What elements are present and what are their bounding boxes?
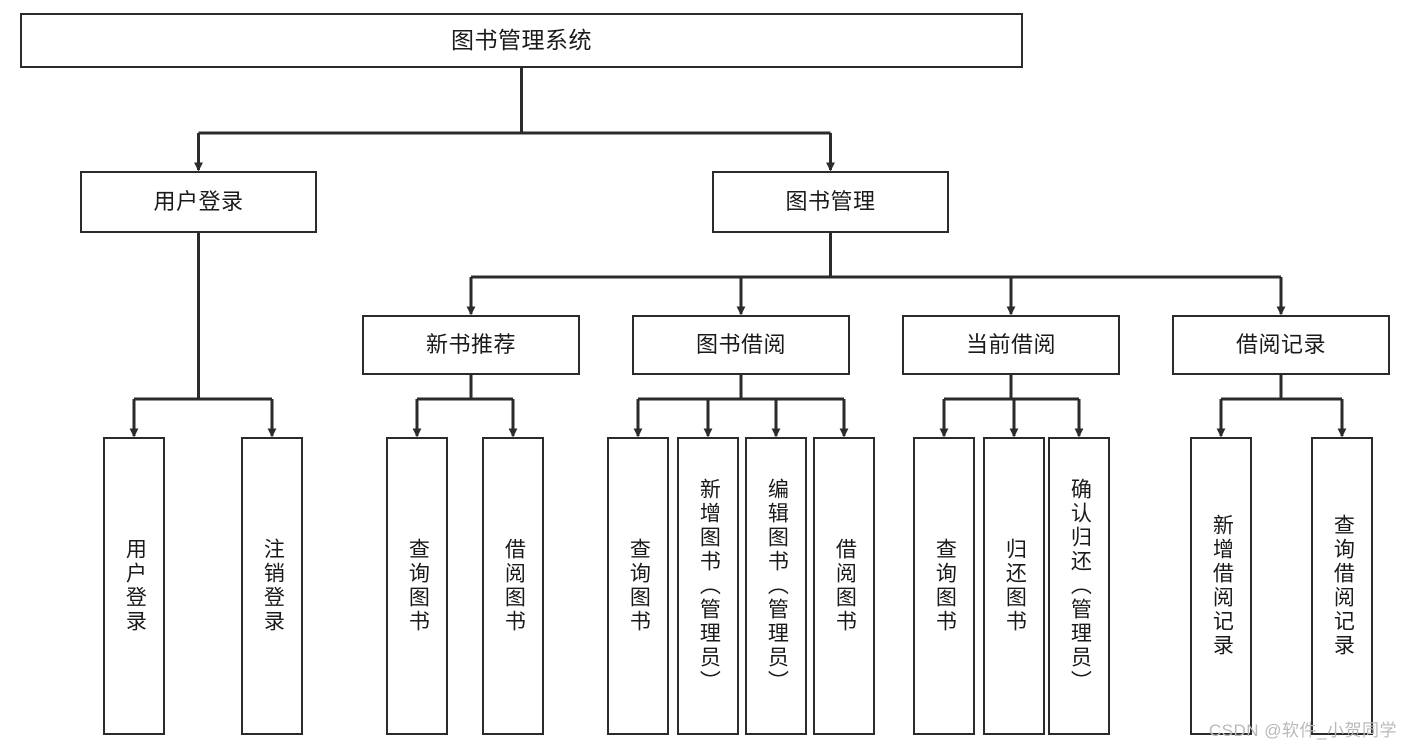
node-new-book-recommend-label: 新书推荐 [425,332,516,358]
leaf-add-borrow-record[interactable]: 新增借阅记录 [1190,437,1252,735]
leaf-confirm-return-label: 确认归还（管理员） [1068,478,1092,694]
leaf-edit-book[interactable]: 编辑图书（管理员） [745,437,807,735]
leaf-query-book-1[interactable]: 查询图书 [386,437,448,735]
leaf-query-borrow-record-label: 查询借阅记录 [1331,514,1355,658]
leaf-query-book-3[interactable]: 查询图书 [913,437,975,735]
node-book-manage[interactable]: 图书管理 [712,171,949,233]
leaf-borrow-book-2-label: 借阅图书 [833,538,857,634]
node-root-label: 图书管理系统 [451,26,592,53]
leaf-user-login-label: 用户登录 [123,538,147,634]
leaf-query-book-2[interactable]: 查询图书 [607,437,669,735]
node-book-manage-label: 图书管理 [785,189,876,215]
leaf-confirm-return[interactable]: 确认归还（管理员） [1048,437,1110,735]
node-new-book-recommend[interactable]: 新书推荐 [362,315,580,375]
csdn-watermark: CSDN @软件_小贺同学 [1208,721,1397,740]
node-user-login[interactable]: 用户登录 [80,171,317,233]
leaf-add-book[interactable]: 新增图书（管理员） [677,437,739,735]
leaf-add-book-label: 新增图书（管理员） [697,478,721,694]
leaf-borrow-book-1[interactable]: 借阅图书 [482,437,544,735]
leaf-query-borrow-record[interactable]: 查询借阅记录 [1311,437,1373,735]
leaf-add-borrow-record-label: 新增借阅记录 [1210,514,1234,658]
node-user-login-label: 用户登录 [153,189,244,215]
node-current-borrow-label: 当前借阅 [965,332,1056,358]
node-root[interactable]: 图书管理系统 [20,13,1023,68]
node-book-borrow[interactable]: 图书借阅 [632,315,850,375]
leaf-user-login[interactable]: 用户登录 [103,437,165,735]
leaf-borrow-book-2[interactable]: 借阅图书 [813,437,875,735]
leaf-borrow-book-1-label: 借阅图书 [502,538,526,634]
leaf-logout-label: 注销登录 [261,538,285,634]
leaf-logout[interactable]: 注销登录 [241,437,303,735]
leaf-query-book-3-label: 查询图书 [933,538,957,634]
leaf-query-book-1-label: 查询图书 [406,538,430,634]
node-current-borrow[interactable]: 当前借阅 [902,315,1120,375]
leaf-return-book-label: 归还图书 [1003,538,1027,634]
leaf-query-book-2-label: 查询图书 [627,538,651,634]
node-borrow-record[interactable]: 借阅记录 [1172,315,1390,375]
node-borrow-record-label: 借阅记录 [1235,332,1326,358]
node-book-borrow-label: 图书借阅 [695,332,786,358]
leaf-edit-book-label: 编辑图书（管理员） [765,478,789,694]
leaf-return-book[interactable]: 归还图书 [983,437,1045,735]
